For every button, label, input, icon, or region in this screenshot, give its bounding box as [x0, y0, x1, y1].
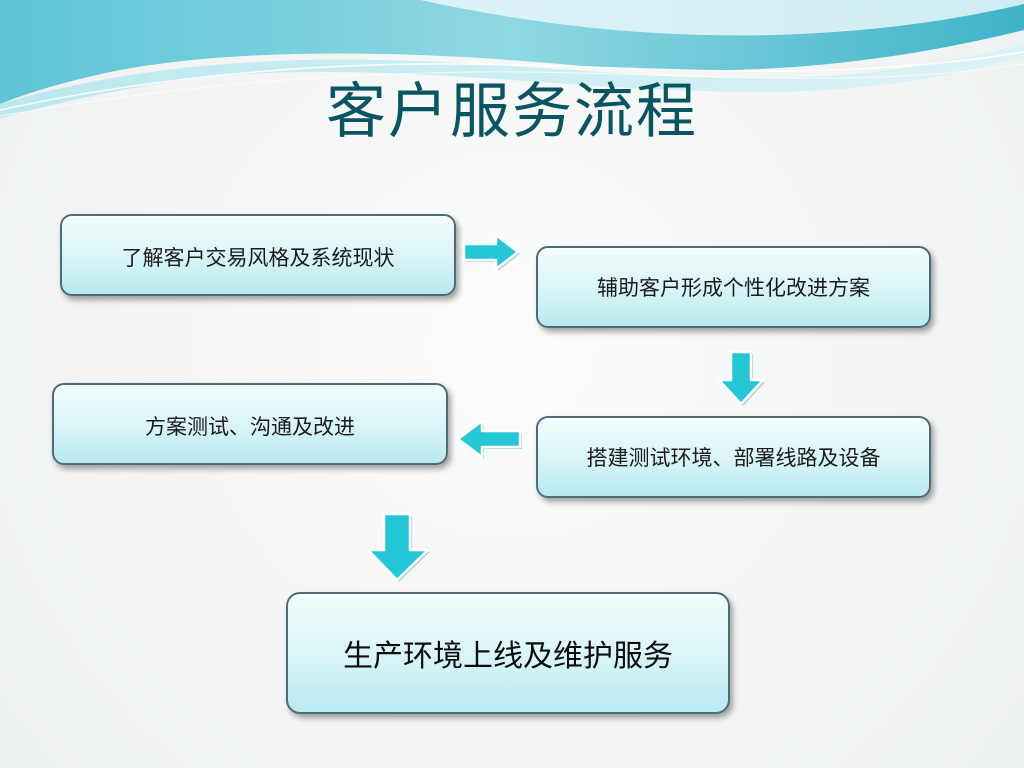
step-label-1: 了解客户交易风格及系统现状 — [121, 246, 395, 270]
step-box-2: 辅助客户形成个性化改进方案 — [536, 246, 931, 328]
step-box-3: 搭建测试环境、部署线路及设备 — [536, 416, 931, 498]
step-box-4: 方案测试、沟通及改进 — [52, 383, 448, 465]
slide-title: 客户服务流程 — [326, 77, 698, 147]
step-label-5: 生产环境上线及维护服务 — [343, 639, 673, 674]
step-box-5: 生产环境上线及维护服务 — [286, 592, 730, 714]
arrow-down-icon — [717, 350, 765, 406]
step-label-4: 方案测试、沟通及改进 — [145, 415, 355, 439]
arrow-left-icon — [456, 418, 522, 460]
header-wave-decoration — [0, 0, 1024, 118]
arrow-right-icon — [462, 232, 520, 272]
step-label-3: 搭建测试环境、部署线路及设备 — [586, 446, 881, 470]
step-label-2: 辅助客户形成个性化改进方案 — [597, 276, 870, 300]
arrow-down-icon — [366, 512, 430, 582]
step-box-1: 了解客户交易风格及系统现状 — [60, 214, 456, 296]
